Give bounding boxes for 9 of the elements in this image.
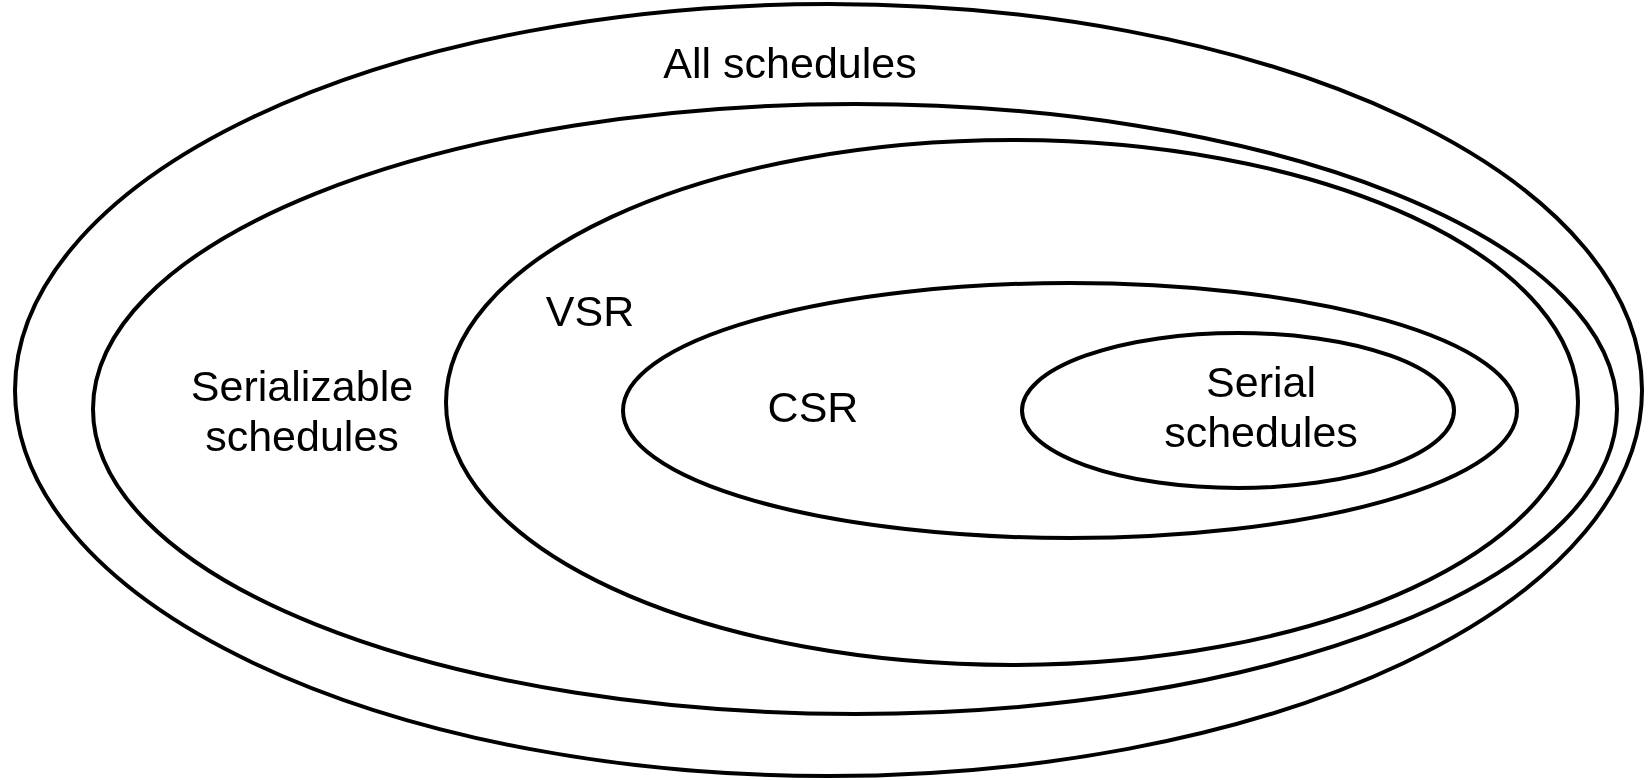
set-label: VSR bbox=[544, 286, 636, 336]
set-label: CSR bbox=[766, 382, 860, 432]
set-label: All schedules bbox=[662, 38, 918, 88]
set-ellipse bbox=[13, 2, 1644, 778]
set-label: Serializable schedules bbox=[189, 361, 415, 461]
set-ellipse bbox=[1020, 331, 1456, 490]
set-ellipse bbox=[91, 102, 1619, 716]
set-ellipse bbox=[444, 138, 1580, 667]
set-label: Serial schedules bbox=[1163, 357, 1359, 457]
